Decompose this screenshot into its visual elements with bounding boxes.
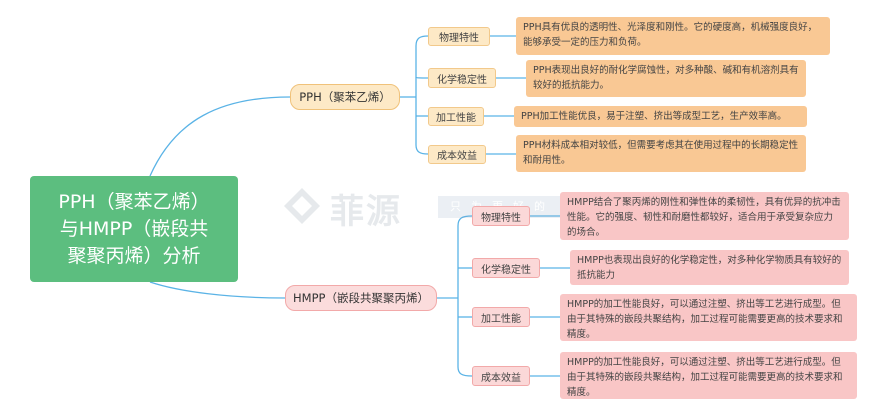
pph-category-cost[interactable]: 成本效益 [428,145,486,164]
description-text: PPH具有优良的透明性、光泽度和刚性。它的硬度高，机械强度良好，能够承受一定的压… [523,22,818,48]
link-pph-spine [415,35,429,155]
root-line-2: 与HMPP（嵌段共 [59,217,209,240]
category-label: 加工性能 [436,113,476,124]
hmpp-category-processing[interactable]: 加工性能 [472,307,530,327]
link-root-hmpp [149,281,286,299]
description-text: HMPP的加工性能良好，可以通过注塑、挤出等工艺进行成型。但由于其特殊的嵌段共聚… [567,357,843,398]
watermark-brand: 菲源 [330,192,402,232]
description-text: HMPP结合了聚丙烯的刚性和弹性体的柔韧性，具有优异的抗冲击性能。它的强度、韧性… [567,197,841,238]
watermark-logo-icon [284,188,320,224]
hmpp-desc-cost[interactable]: HMPP的加工性能良好，可以通过注塑、挤出等工艺进行成型。但由于其特殊的嵌段共聚… [560,352,857,399]
hmpp-desc-physical[interactable]: HMPP结合了聚丙烯的刚性和弹性体的柔韧性，具有优异的抗冲击性能。它的强度、韧性… [560,192,849,240]
category-label: 化学稳定性 [481,264,531,276]
category-label: 成本效益 [481,372,521,384]
root-topic-label: PPH（聚苯乙烯） 与HMPP（嵌段共 聚聚丙烯）分析 [58,189,209,270]
category-label: 物理特性 [481,212,521,224]
root-line-3: 聚聚丙烯）分析 [67,244,201,267]
pph-category-chemical[interactable]: 化学稳定性 [428,68,496,88]
pph-desc-cost[interactable]: PPH材料成本相对较低，但需要考虑其在使用过程中的长期稳定性和耐用性。 [516,135,806,172]
watermark: 菲源 只为更好的 [282,182,610,232]
pph-desc-chemical[interactable]: PPH表现出良好的耐化学腐蚀性，对多种酸、碱和有机溶剂具有较好的抵抗能力。 [526,60,806,97]
category-label: 物理特性 [439,33,479,44]
hmpp-category-physical[interactable]: 物理特性 [472,206,530,226]
description-text: PPH材料成本相对较低，但需要考虑其在使用过程中的长期稳定性和耐用性。 [523,140,799,166]
category-label: 加工性能 [481,313,521,325]
root-line-1: PPH（聚苯乙烯） [58,190,210,213]
link-root-pph [149,96,291,177]
hmpp-desc-processing[interactable]: HMPP的加工性能良好，可以通过注塑、挤出等工艺进行成型。但由于其特殊的嵌段共聚… [560,294,857,341]
description-text: PPH加工性能优良，易于注塑、挤出等成型工艺，生产效率高。 [521,111,787,122]
branch-hmpp[interactable]: HMPP（嵌段共聚聚丙烯） [285,285,437,311]
pph-category-processing[interactable]: 加工性能 [428,107,484,126]
pph-category-physical[interactable]: 物理特性 [428,27,490,46]
link-pph-2 [415,76,429,79]
pph-desc-physical[interactable]: PPH具有优良的透明性、光泽度和刚性。它的硬度高，机械强度良好，能够承受一定的压… [516,17,830,55]
branch-hmpp-label: HMPP（嵌段共聚聚丙烯） [293,291,429,305]
category-label: 成本效益 [437,151,477,162]
description-text: HMPP的加工性能良好，可以通过注塑、挤出等工艺进行成型。但由于其特殊的嵌段共聚… [567,299,843,340]
hmpp-desc-chemical[interactable]: HMPP也表现出良好的化学稳定性，对多种化学物质具有较好的抵抗能力 [570,250,849,285]
description-text: PPH表现出良好的耐化学腐蚀性，对多种酸、碱和有机溶剂具有较好的抵抗能力。 [533,65,799,91]
pph-desc-processing[interactable]: PPH加工性能优良，易于注塑、挤出等成型工艺，生产效率高。 [514,106,807,127]
branch-pph[interactable]: PPH（聚苯乙烯） [290,84,400,110]
hmpp-category-chemical[interactable]: 化学稳定性 [472,258,540,278]
branch-pph-label: PPH（聚苯乙烯） [299,90,391,104]
link-hmpp-spine [457,215,473,377]
root-topic[interactable]: PPH（聚苯乙烯） 与HMPP（嵌段共 聚聚丙烯）分析 [30,176,238,282]
hmpp-category-cost[interactable]: 成本效益 [472,366,530,386]
category-label: 化学稳定性 [437,74,487,86]
description-text: HMPP也表现出良好的化学稳定性，对多种化学物质具有较好的抵抗能力 [577,255,842,281]
